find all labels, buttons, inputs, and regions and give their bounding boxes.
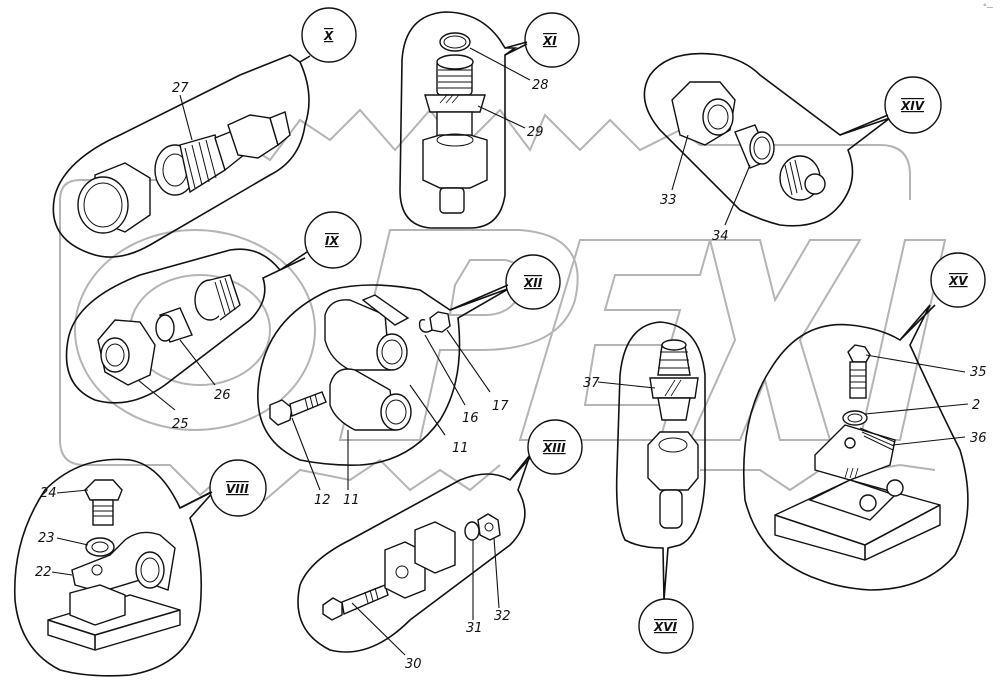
sleeve-icon bbox=[155, 307, 193, 343]
view-ix-outline bbox=[65, 248, 306, 404]
view-xv: 35 2 36 XV bbox=[742, 252, 987, 591]
sleeve-icon bbox=[734, 124, 775, 169]
washer-icon bbox=[842, 410, 868, 426]
callout-27: 27 bbox=[172, 81, 189, 96]
hex-nut-icon bbox=[429, 311, 451, 333]
callout-36: 36 bbox=[970, 431, 987, 446]
view-xiii-outline bbox=[297, 454, 531, 653]
corner-mark: °— bbox=[983, 3, 994, 11]
callout-30: 30 bbox=[405, 657, 422, 672]
callout-28: 28 bbox=[532, 78, 549, 93]
view-xvi: 37 XVI bbox=[583, 321, 706, 654]
callout-32: 32 bbox=[494, 609, 511, 624]
washer-icon bbox=[85, 537, 115, 557]
twin-pipe-base-icon bbox=[774, 479, 941, 561]
callout-35: 35 bbox=[970, 365, 987, 380]
view-x: 27 X bbox=[52, 7, 357, 258]
roman-xiv: XIV bbox=[900, 99, 926, 113]
callout-circle-xiii bbox=[527, 419, 583, 475]
union-nut-icon bbox=[647, 431, 699, 529]
callout-circle-xvi bbox=[638, 598, 694, 654]
clamp-block-icon bbox=[814, 424, 896, 481]
roman-ix: IX bbox=[325, 234, 339, 248]
callout-circle-xv bbox=[930, 252, 986, 308]
roman-viii: VIII bbox=[226, 482, 249, 496]
roman-x: X bbox=[323, 29, 334, 43]
callout-17: 17 bbox=[492, 399, 509, 414]
callout-26: 26 bbox=[214, 388, 231, 403]
callout-12: 12 bbox=[314, 493, 331, 508]
callout-34: 34 bbox=[712, 229, 729, 244]
hex-nut-icon bbox=[477, 513, 501, 541]
threaded-fitting-icon bbox=[779, 155, 826, 201]
hex-bolt-icon bbox=[847, 344, 871, 399]
callout-22: 22 bbox=[35, 565, 52, 580]
view-x-outline bbox=[52, 54, 310, 258]
spring-washer-icon bbox=[418, 318, 433, 333]
view-xiv-outline bbox=[643, 52, 891, 227]
callout-11-upper: 11 bbox=[452, 441, 469, 456]
view-xiv: 33 34 XIV bbox=[643, 52, 942, 244]
callout-25: 25 bbox=[172, 417, 189, 432]
roman-xiii: XIII bbox=[542, 441, 566, 455]
hex-nut-icon bbox=[227, 111, 291, 159]
callout-33: 33 bbox=[660, 193, 677, 208]
view-xii-outline bbox=[257, 284, 511, 466]
roman-xv: XV bbox=[948, 274, 969, 288]
callout-11-lower: 11 bbox=[343, 493, 360, 508]
union-nut-icon bbox=[77, 162, 151, 234]
hex-bolt-icon bbox=[84, 479, 123, 526]
callout-31: 31 bbox=[466, 621, 483, 636]
callout-circle-xi bbox=[524, 12, 580, 68]
pipe-clamp-lower-icon bbox=[329, 368, 412, 431]
callout-37: 37 bbox=[583, 376, 600, 391]
callout-16: 16 bbox=[462, 411, 479, 426]
roman-xvi: XVI bbox=[653, 620, 678, 634]
threaded-insert-icon bbox=[194, 274, 241, 321]
callout-circle-xii bbox=[505, 254, 561, 310]
pipe-clamp-upper-icon bbox=[324, 294, 410, 371]
bolt-icon bbox=[269, 391, 327, 426]
view-xvi-outline bbox=[615, 321, 706, 601]
callout-circle-xiv bbox=[884, 76, 942, 134]
pipe-clamp-icon bbox=[71, 531, 176, 593]
callout-2: 2 bbox=[972, 398, 980, 413]
view-xiii: 30 31 32 XIII bbox=[297, 419, 583, 672]
hex-nut-icon bbox=[671, 81, 736, 146]
callout-circle-viii bbox=[209, 459, 267, 517]
view-xii: 12 11 11 16 17 XII bbox=[257, 254, 561, 508]
roman-xi: XI bbox=[542, 34, 557, 48]
washer-icon bbox=[464, 521, 480, 541]
base-block-icon bbox=[47, 584, 181, 651]
view-ix: 25 26 IX bbox=[65, 211, 362, 432]
view-viii: 24 23 22 VIII bbox=[13, 458, 267, 677]
callout-circle-x bbox=[301, 7, 357, 63]
hex-nut-icon bbox=[97, 319, 156, 386]
callout-29: 29 bbox=[527, 125, 544, 140]
callout-24: 24 bbox=[40, 486, 57, 501]
hex-bolt-icon bbox=[322, 584, 389, 621]
banjo-union-icon bbox=[422, 54, 488, 214]
callout-23: 23 bbox=[38, 531, 55, 546]
view-viii-outline bbox=[13, 458, 216, 677]
roman-xii: XII bbox=[523, 276, 543, 290]
spacer-block-icon bbox=[384, 521, 456, 599]
callout-circle-ix bbox=[304, 211, 362, 269]
adapter-nipple-icon bbox=[649, 339, 699, 421]
view-xi-outline bbox=[399, 11, 518, 229]
view-xi: 28 29 XI bbox=[399, 11, 580, 229]
